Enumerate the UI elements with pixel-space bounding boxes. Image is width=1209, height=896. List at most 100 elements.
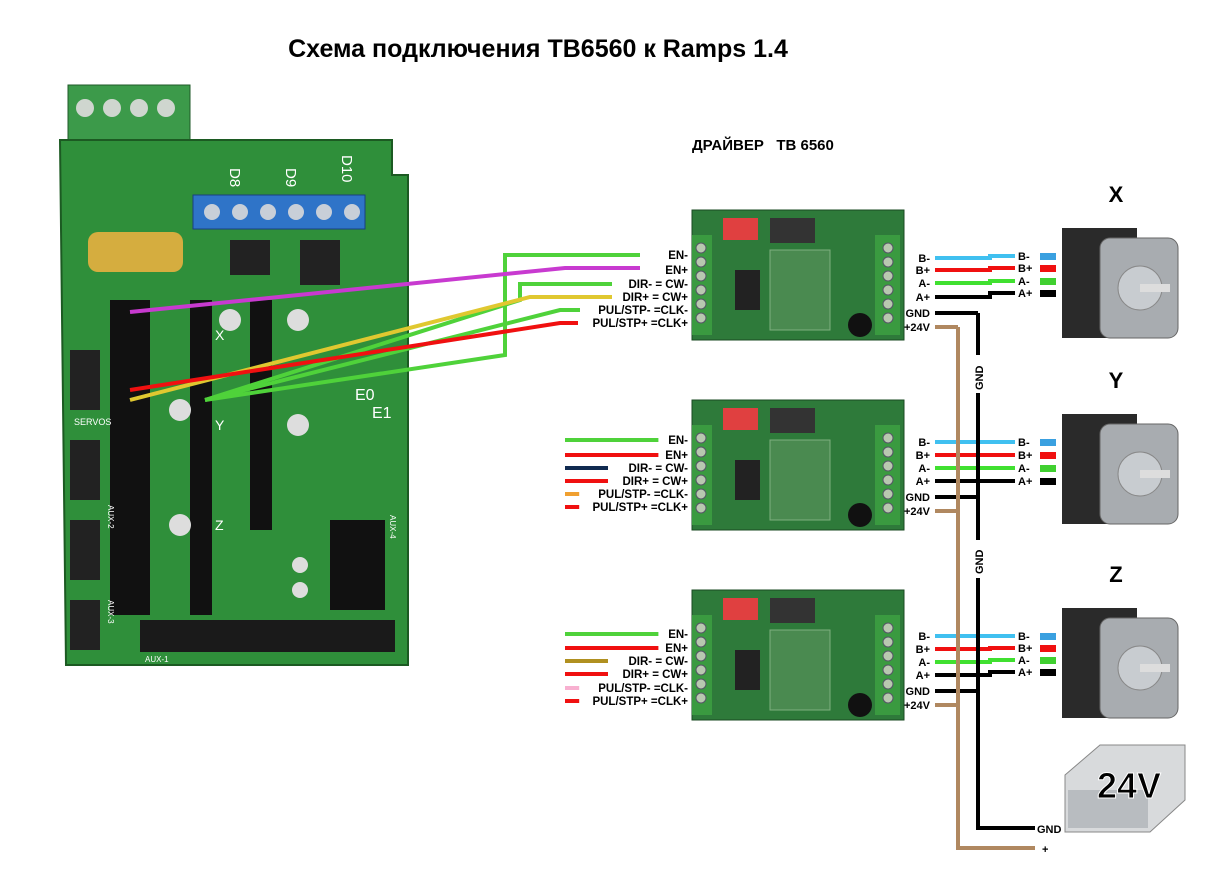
stepper-motor-y: YB-B+A-A+ [1018, 368, 1179, 525]
driver-input-label: EN+ [665, 265, 688, 277]
driver-input-label: PUL/STP+ =CLK+ [592, 502, 688, 514]
silk-x: X [215, 327, 225, 343]
axis-label: Z [1109, 562, 1122, 587]
driver-input-label: EN- [668, 629, 688, 641]
gnd-bus-wire [976, 313, 1035, 830]
gnd-bus-label-1: GND [974, 366, 986, 391]
ramps-wire [129, 295, 612, 402]
driver-output-label: A- [918, 278, 930, 290]
stepper-motor-x: XB-B+A-A+ [1018, 182, 1179, 339]
driver-input-label: EN+ [665, 643, 688, 655]
output-terminal-block [192, 194, 366, 230]
silk-y: Y [215, 417, 225, 433]
driver-output-label: B+ [916, 450, 930, 462]
motor-wire [935, 266, 1015, 272]
driver-input-label: DIR- = CW- [629, 463, 689, 475]
pin-header-bottom [140, 620, 395, 652]
motor-wire [935, 670, 1015, 677]
driver-output-label: GND [906, 492, 931, 504]
motor-wire-label: B- [1018, 437, 1030, 449]
motor-wire-label: A+ [1018, 288, 1032, 300]
ramps-wire [129, 321, 578, 392]
silk-aux-3: AUX-3 [106, 600, 115, 624]
motor-wire-swatch [1040, 253, 1056, 260]
motor-wire-swatch [1040, 278, 1056, 285]
dip-switch [723, 598, 758, 620]
psu-voltage-label: 24V [1097, 765, 1161, 806]
driver-input-label: PUL/STP- =CLK- [598, 305, 688, 317]
driver-input-label: PUL/STP+ =CLK+ [592, 696, 688, 708]
driver-output-label: B+ [916, 644, 930, 656]
driver-output-label: A+ [916, 670, 930, 682]
motor-wire [935, 279, 1015, 285]
driver-y: EN-EN+DIR- = CW-DIR+ = CW+PUL/STP- =CLK-… [565, 368, 1179, 531]
driver-input-label: DIR+ = CW+ [622, 476, 688, 488]
driver-input-label: DIR+ = CW+ [622, 292, 688, 304]
motor-wire-swatch [1040, 633, 1056, 640]
ramps-wire [204, 282, 612, 402]
driver-output-label: +24V [904, 700, 931, 712]
ramps-board: D8 D9 D10 SERVOS AUX-1 AUX-2 AUX-3 AUX-4… [58, 84, 409, 666]
motor-wire-swatch [1040, 265, 1056, 272]
silk-e1: E1 [372, 405, 392, 422]
psu-plus-label: + [1042, 844, 1048, 856]
motor-wire-label: A- [1018, 276, 1030, 288]
motor-wire-label: B+ [1018, 643, 1032, 655]
motor-wire [935, 646, 1015, 651]
silk-aux-2: AUX-2 [106, 505, 115, 529]
silk-servos: SERVOS [74, 417, 111, 427]
driver-output-label: B- [918, 437, 930, 449]
motor-wire-label: B- [1018, 251, 1030, 263]
driver-z: EN- EN+DIR- = CW-DIR+ = CW+ PUL/STP- =CLK-… [565, 562, 1179, 721]
motor-wire-swatch [1040, 465, 1056, 472]
motor-wire [935, 254, 1015, 260]
driver-output-label: A+ [916, 476, 930, 488]
driver-x: EN- EN+ DIR- = CW-DIR+ = CW+PUL/STP- =CLK-… [592, 182, 1179, 341]
fuses [88, 232, 183, 272]
silk-d9: D9 [282, 168, 299, 187]
driver-heading: ДРАЙВЕР TB 6560 [692, 136, 834, 154]
dip-switch [723, 218, 758, 240]
motor-wire-label: A+ [1018, 667, 1032, 679]
driver-output-label: +24V [904, 506, 931, 518]
driver-output-label: +24V [904, 322, 931, 334]
driver-input-label: PUL/STP- =CLK- [598, 683, 688, 695]
driver-input-label: EN+ [665, 450, 688, 462]
motor-wire-swatch [1040, 657, 1056, 664]
psu-gnd-label: GND [1037, 824, 1062, 836]
driver-output-label: GND [906, 308, 931, 320]
motor-wire-label: B- [1018, 631, 1030, 643]
driver-input-label: DIR- = CW- [629, 656, 689, 668]
stepper-motor-z: ZB-B+A-A+ [1018, 562, 1179, 719]
plus24v-bus-wire [956, 327, 1035, 850]
driver-output-label: B+ [916, 265, 930, 277]
axis-label: X [1109, 182, 1124, 207]
drivers: EN-EN+DIR- = CW-DIR+ = CW+PUL/STP- =CLK-… [565, 182, 1179, 721]
driver-input-label: DIR- = CW- [629, 279, 689, 291]
motor-wire-swatch [1040, 290, 1056, 297]
driver-input-label: EN- [668, 250, 688, 262]
diagram-title: Схема подключения TB6560 к Ramps 1.4 [288, 35, 788, 63]
ramps-wire [204, 308, 580, 402]
silk-e0: E0 [355, 387, 375, 404]
motor-wire-label: B+ [1018, 450, 1032, 462]
driver-output-label: B- [918, 631, 930, 643]
driver-input-label: EN- [668, 435, 688, 447]
motor-wire-swatch [1040, 439, 1056, 446]
driver-input-label: DIR+ = CW+ [622, 669, 688, 681]
driver-input-label: PUL/STP+ =CLK+ [592, 318, 688, 330]
motor-wire-swatch [1040, 645, 1056, 652]
power-supply: 24V GND + [1037, 744, 1186, 856]
silk-d10: D10 [338, 155, 355, 183]
driver-output-label: A- [918, 657, 930, 669]
silk-d8: D8 [226, 168, 243, 187]
ramps-wire [129, 266, 640, 314]
ramps-to-driver-wires [129, 253, 640, 402]
motor-wire [935, 658, 1015, 664]
silk-aux-1: AUX-1 [145, 655, 169, 664]
motor-wire-label: A+ [1018, 476, 1032, 488]
silk-z: Z [215, 517, 224, 533]
motor-wire-swatch [1040, 478, 1056, 485]
gnd-bus-label-2: GND [974, 550, 986, 575]
